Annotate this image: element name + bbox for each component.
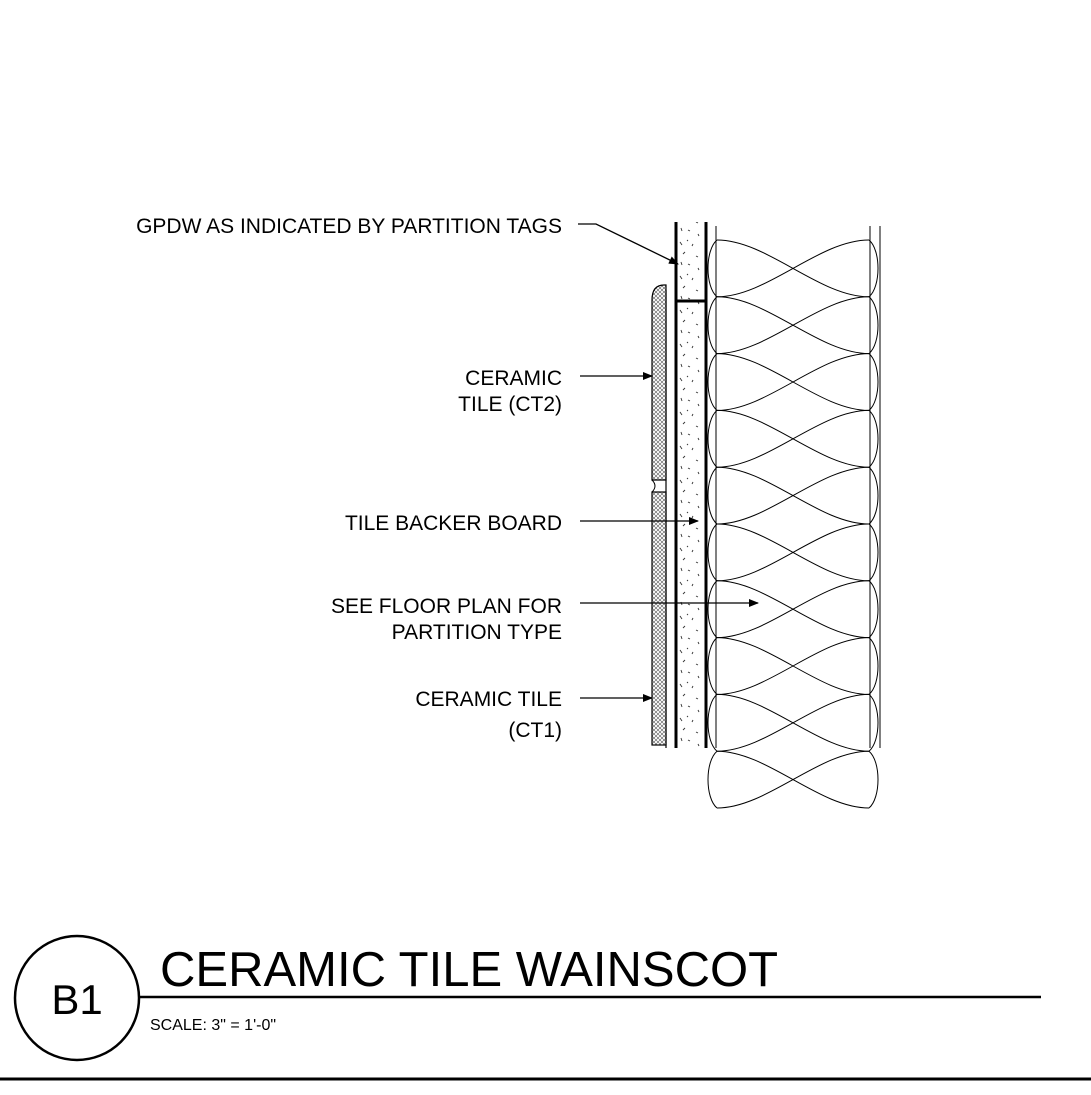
ceramic-tile-ct2: [651, 284, 667, 481]
detail-title: CERAMIC TILE WAINSCOT: [160, 943, 778, 997]
callout-gpdw: GPDW AS INDICATED BY PARTITION TAGS: [136, 215, 562, 238]
insulation-loop-segment: [716, 239, 870, 298]
callout-labels: GPDW AS INDICATED BY PARTITION TAGS CERA…: [136, 215, 562, 742]
insulation-loop-segment: [716, 693, 870, 752]
leader-lines: [578, 223, 759, 702]
insulation-loop-segment: [716, 353, 870, 411]
ceramic-tile-ct1: [651, 491, 667, 746]
insulation-loop-segment: [716, 580, 870, 639]
leader-gpdw: [578, 223, 679, 265]
insulation-loop-segment: [707, 580, 718, 638]
insulation-loop-segment: [868, 523, 879, 582]
insulation-loop-segment: [868, 750, 879, 809]
insulation-loop-segment: [707, 750, 718, 809]
insulation-loop-segment: [868, 353, 879, 411]
insulation-loop-segment: [868, 580, 879, 638]
insulation-loop-segment: [716, 523, 870, 582]
title-block: B1 CERAMIC TILE WAINSCOT SCALE: 3" = 1'-…: [0, 934, 1091, 1081]
tile-joint: [651, 479, 656, 493]
insulation-loop-segment: [716, 409, 870, 468]
insulation-loop-segment: [707, 296, 718, 354]
insulation-loop-segment: [707, 466, 718, 525]
callout-backer-board: TILE BACKER BOARD: [345, 512, 562, 535]
insulation-loop-segment: [707, 410, 718, 468]
insulation-loop-segment: [707, 694, 718, 752]
callout-ct1-line2: (CT1): [508, 719, 562, 742]
insulation-loop-segment: [716, 750, 870, 809]
callout-ct2-line1: CERAMIC: [465, 367, 562, 390]
callout-ct2-line2: TILE (CT2): [458, 393, 562, 416]
insulation-loop-segment: [716, 296, 870, 355]
batt-insulation: [707, 239, 879, 809]
callout-ct1-line1: CERAMIC TILE: [415, 688, 562, 711]
insulation-loop-segment: [707, 353, 718, 411]
gypsum-board-layer: [676, 222, 706, 748]
insulation-loop-segment: [707, 523, 718, 582]
insulation-loop-segment: [868, 637, 879, 695]
insulation-loop-segment: [868, 239, 879, 298]
insulation-loop-segment: [707, 637, 718, 695]
callout-floorplan-line2: PARTITION TYPE: [392, 621, 562, 644]
insulation-loop-segment: [707, 239, 718, 298]
detail-scale: SCALE: 3" = 1'-0": [150, 1017, 276, 1034]
insulation-loop-segment: [716, 466, 870, 525]
insulation-loop-segment: [868, 466, 879, 525]
insulation-loop-segment: [868, 296, 879, 354]
callout-floorplan-line1: SEE FLOOR PLAN FOR: [331, 595, 562, 618]
detail-tag-number: B1: [51, 976, 102, 1023]
insulation-loop-segment: [868, 694, 879, 752]
insulation-loop-segment: [716, 637, 870, 695]
wall-section: [651, 222, 881, 809]
insulation-loop-segment: [868, 410, 879, 468]
